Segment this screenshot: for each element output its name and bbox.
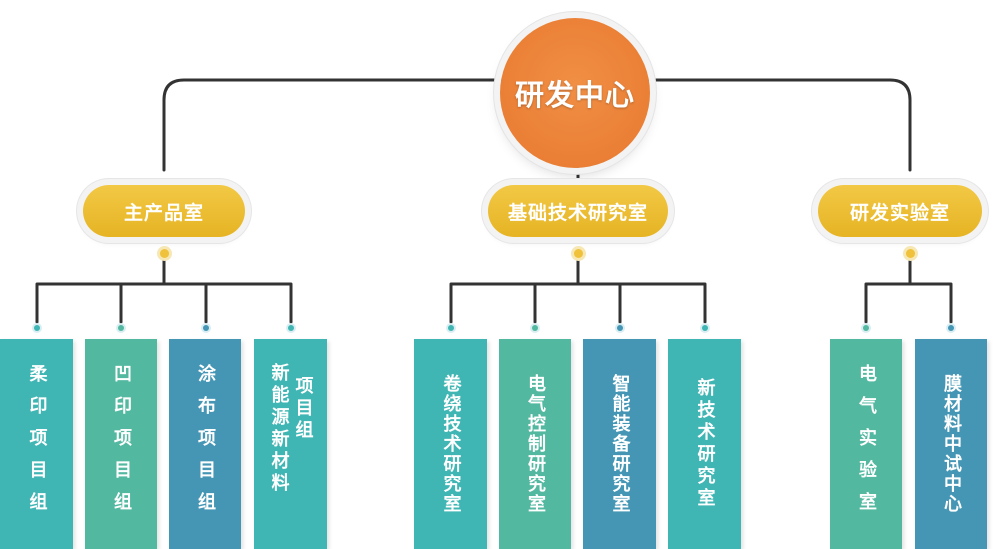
dept-basic-tech-lab: 基础技术研究室 [488,185,668,237]
connector-dot [532,325,538,331]
connector-dot [574,249,583,258]
team-label: 电气实验室 [856,364,877,524]
team-label: 柔印项目组 [26,364,48,524]
team-label-line2: 项目组 [292,376,314,442]
root-node-rd-center: 研发中心 [500,18,650,168]
connector-dot [948,325,954,331]
team-new-tech-lab: 新技术研究室 [668,339,741,549]
connector-dot [702,325,708,331]
connector-dot [118,325,124,331]
team-film-material-pilot-center: 膜材料中试中心 [915,339,987,549]
connector-dept2 [449,258,707,324]
team-label: 卷绕技术研究室 [440,374,462,514]
connector-dot [160,249,169,258]
team-label: 电气控制研究室 [525,374,546,514]
connector-dept1 [35,258,293,324]
connector-dot [34,325,40,331]
dept-main-product-room: 主产品室 [83,185,245,237]
team-intelligent-equipment-lab: 智能装备研究室 [583,339,656,549]
team-label: 智能装备研究室 [609,374,631,514]
team-gravure-printing: 凹印项目组 [85,339,157,549]
dept-label: 基础技术研究室 [507,201,648,224]
connector-root-right [648,78,912,172]
team-label: 新技术研究室 [694,378,716,510]
dept-label: 主产品室 [123,201,204,224]
connector-dot [906,249,915,258]
connector-dot [617,325,623,331]
team-label: 凹印项目组 [111,364,132,524]
team-new-energy-materials: 新能源新材料 项目组 [254,339,327,549]
connector-dot [448,325,454,331]
connector-dot [863,325,869,331]
team-electrical-laboratory: 电气实验室 [830,339,902,549]
connector-root-left [162,78,502,172]
team-label: 膜材料中试中心 [941,374,962,514]
dept-rd-laboratory: 研发实验室 [818,185,982,237]
connector-dept3 [864,258,953,324]
team-flexo-printing: 柔印项目组 [0,339,73,549]
team-label: 涂布项目组 [195,364,216,524]
dept-label: 研发实验室 [849,201,950,224]
team-electrical-control-lab: 电气控制研究室 [499,339,571,549]
team-label-line1: 新能源新材料 [268,363,290,495]
team-winding-tech-lab: 卷绕技术研究室 [414,339,487,549]
team-coating: 涂布项目组 [169,339,241,549]
connector-dot [288,325,294,331]
root-label: 研发中心 [514,78,635,112]
connector-dot [203,325,209,331]
